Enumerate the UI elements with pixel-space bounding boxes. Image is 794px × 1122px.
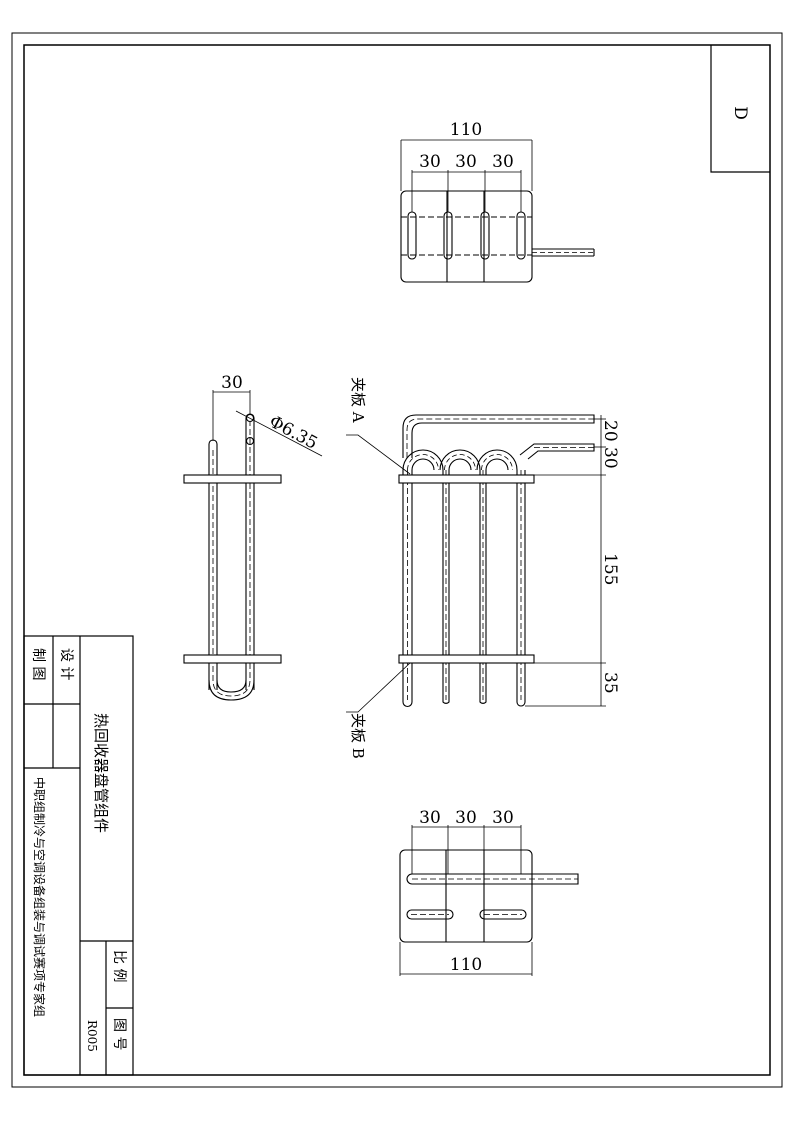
drafter-label: 制 图 — [30, 648, 46, 680]
side-pitch: 30 — [221, 373, 243, 393]
drawing-title: 热回收器盘管组件 — [92, 713, 110, 833]
outer-border — [11, 32, 783, 1088]
bottom-pitch-3: 30 — [492, 808, 514, 828]
top-pitch-2: 30 — [455, 152, 477, 172]
drawing-no: R005 — [85, 1020, 99, 1052]
height-dim-35: 35 — [600, 672, 620, 694]
plate-b-label: 夹板 B — [349, 713, 367, 759]
revision-box: D — [710, 45, 770, 173]
height-dim-155: 155 — [600, 553, 620, 585]
bottom-overall-width: 110 — [450, 955, 482, 975]
top-pitch-1: 30 — [419, 152, 441, 172]
organization-name: 中职组制冷与空调设备组装与调试赛项专家组 — [32, 777, 47, 1017]
top-overall-width: 110 — [450, 120, 482, 140]
inner-frame — [23, 44, 771, 1076]
side-view — [183, 390, 323, 701]
revision-letter: D — [730, 106, 750, 120]
top-view — [400, 139, 595, 283]
drawing-no-label: 图 号 — [111, 1018, 127, 1050]
title-block — [23, 635, 134, 1076]
bottom-pitch-1: 30 — [419, 808, 441, 828]
scale-label: 比 例 — [111, 950, 127, 982]
designer-label: 设 计 — [58, 648, 74, 680]
bottom-view — [399, 825, 579, 976]
top-pitch-3: 30 — [492, 152, 514, 172]
height-dim-30: 30 — [600, 447, 620, 469]
bottom-pitch-2: 30 — [455, 808, 477, 828]
plate-a-label: 夹板 A — [349, 377, 367, 423]
front-view — [346, 414, 606, 713]
side-tube-diameter: Φ6.35 — [266, 412, 321, 454]
height-dim-20: 20 — [600, 420, 620, 442]
